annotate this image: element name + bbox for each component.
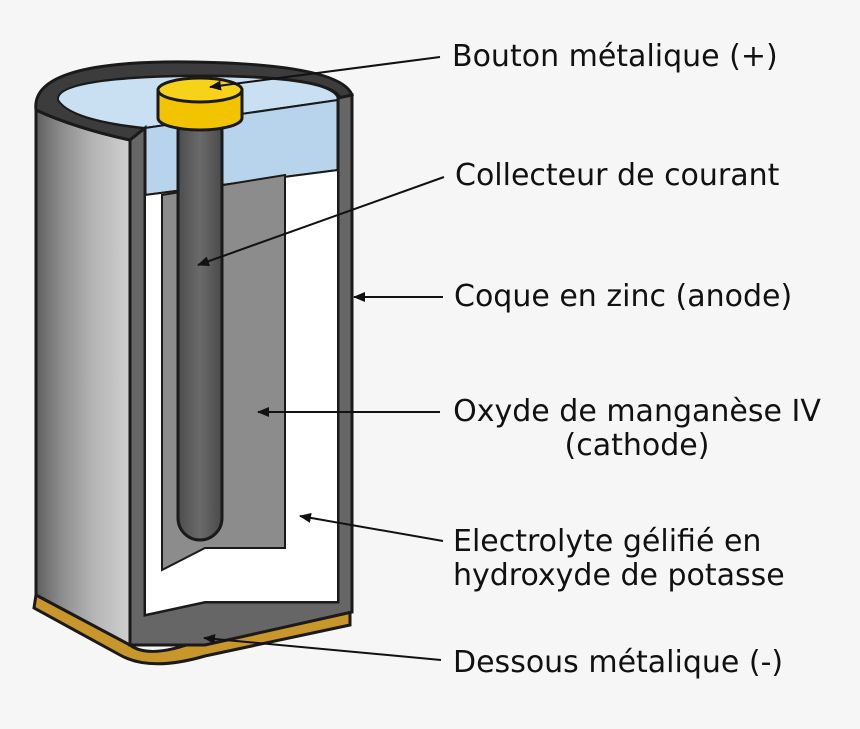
bottom-metal xyxy=(32,592,352,666)
label-oxyde-line2: (cathode) xyxy=(564,428,710,463)
leader-dessous xyxy=(203,634,442,661)
leader-bouton xyxy=(209,56,441,91)
label-coque-zinc: Coque en zinc (anode) xyxy=(454,279,793,314)
label-collecteur-courant: Collecteur de courant xyxy=(455,158,780,193)
collector-rod xyxy=(176,108,224,542)
label-oxyde-manganese: Oxyde de manganèse IV (cathode) xyxy=(442,395,832,463)
zinc-outer-shell xyxy=(34,107,132,648)
label-electrolyte: Electrolyte gélifié en hydroxyde de pota… xyxy=(453,525,785,593)
label-electrolyte-line2: hydroxyde de potasse xyxy=(453,558,785,593)
leader-electrolyte xyxy=(299,512,444,542)
label-bouton-metalique: Bouton métalique (+) xyxy=(452,39,778,74)
label-electrolyte-line1: Electrolyte gélifié en xyxy=(453,524,762,559)
leader-collecteur xyxy=(197,176,445,267)
button-top xyxy=(156,76,244,104)
label-dessous-metalique: Dessous métalique (-) xyxy=(453,645,784,680)
label-oxyde-line1: Oxyde de manganèse IV xyxy=(453,394,821,429)
